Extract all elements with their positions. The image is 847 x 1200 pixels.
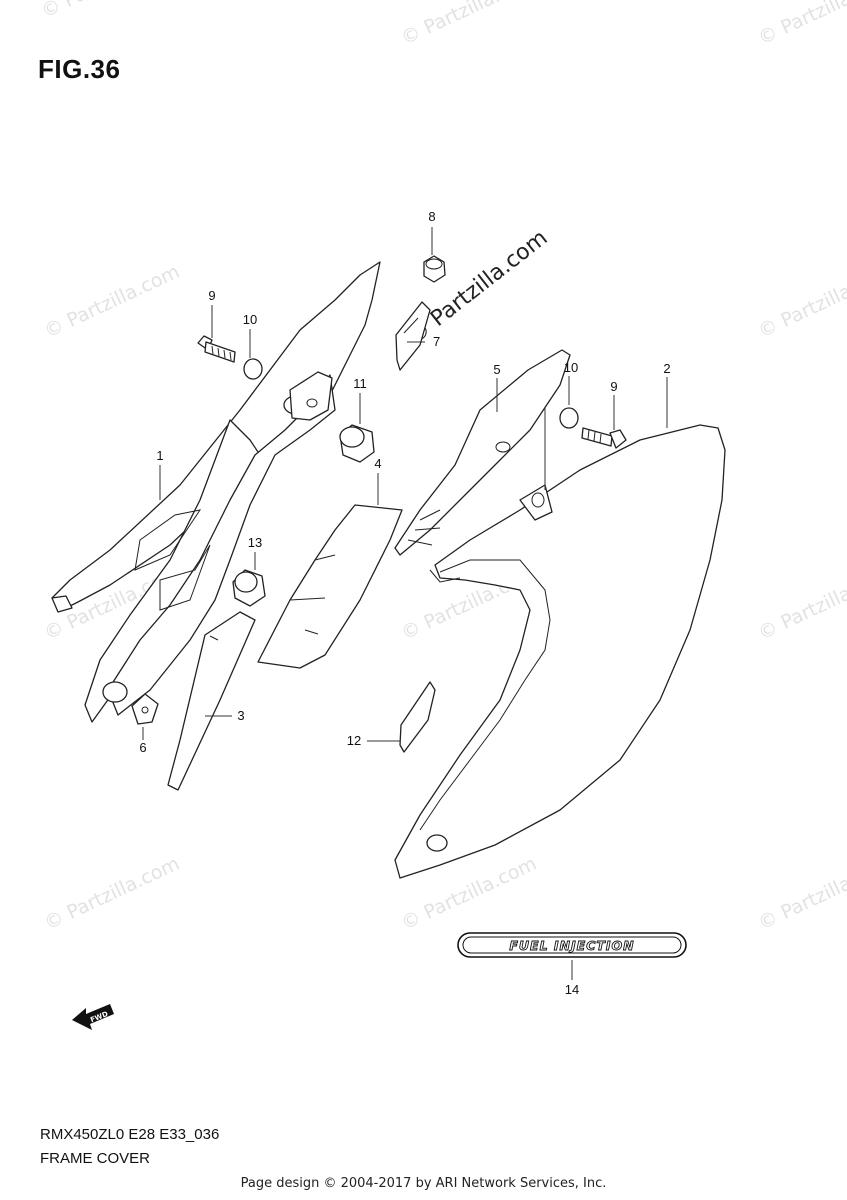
watermark: © Partzilla.com bbox=[398, 0, 540, 50]
watermark: © Partzilla.com bbox=[755, 261, 847, 343]
callout-6: 6 bbox=[139, 740, 146, 755]
watermark: © Partzilla.com bbox=[41, 853, 183, 935]
watermark: © Partzilla.com bbox=[755, 0, 847, 50]
leader-lines bbox=[142, 227, 668, 980]
callout-13: 13 bbox=[248, 535, 262, 550]
part-4-pad bbox=[257, 504, 403, 669]
watermark: © Partzilla.com bbox=[41, 261, 183, 343]
part-9-bolt-right bbox=[581, 427, 627, 449]
part-14-fuel-injection-decal: FUEL INJECTION bbox=[457, 932, 687, 958]
callout-9-left: 9 bbox=[208, 288, 215, 303]
part-8-nut bbox=[423, 255, 446, 283]
part-2-frame-cover-right bbox=[394, 424, 726, 879]
part-3-cushion bbox=[167, 611, 256, 791]
part-10-washer-right bbox=[559, 407, 579, 429]
watermark-center: © Partzilla.com bbox=[403, 226, 552, 350]
callout-3: 3 bbox=[237, 708, 244, 723]
part-12-small-pad bbox=[399, 681, 436, 753]
figure-title: FIG.36 bbox=[38, 54, 121, 84]
part-11-grommet bbox=[339, 424, 375, 463]
model-code: RMX450ZL0 E28 E33_036 bbox=[40, 1126, 220, 1143]
part-1-frame-cover-left bbox=[51, 261, 381, 723]
section-name: FRAME COVER bbox=[40, 1150, 151, 1167]
part-5-cover-plate bbox=[394, 349, 571, 556]
callout-2: 2 bbox=[663, 361, 670, 376]
watermark: © Partzilla.com bbox=[755, 563, 847, 645]
decal-text: FUEL INJECTION bbox=[509, 938, 634, 953]
part-6-clip bbox=[131, 693, 159, 725]
callout-8: 8 bbox=[428, 209, 435, 224]
callout-12: 12 bbox=[347, 733, 361, 748]
forward-arrow-icon: FWD bbox=[72, 1004, 114, 1030]
part-9-bolt-left bbox=[197, 335, 236, 363]
callout-labels: 8 9 10 11 1 4 13 6 3 7 5 10 9 2 12 14 bbox=[139, 209, 670, 997]
callout-5: 5 bbox=[493, 362, 500, 377]
part-13-grommet bbox=[232, 569, 266, 607]
part-10-washer-left bbox=[243, 358, 263, 380]
footer-copyright: Page design © 2004-2017 by ARI Network S… bbox=[240, 1176, 607, 1191]
callout-10-right: 10 bbox=[564, 360, 578, 375]
callout-4: 4 bbox=[374, 456, 381, 471]
callout-11: 11 bbox=[353, 376, 367, 391]
callout-1: 1 bbox=[156, 448, 163, 463]
part-7-plate bbox=[395, 301, 431, 371]
callout-14: 14 bbox=[565, 982, 579, 997]
callout-7: 7 bbox=[433, 334, 440, 349]
callout-10-left: 10 bbox=[243, 312, 257, 327]
watermark: © Partzilla.com bbox=[38, 0, 180, 23]
callout-9-right: 9 bbox=[610, 379, 617, 394]
watermark: © Partzilla.com bbox=[755, 853, 847, 935]
